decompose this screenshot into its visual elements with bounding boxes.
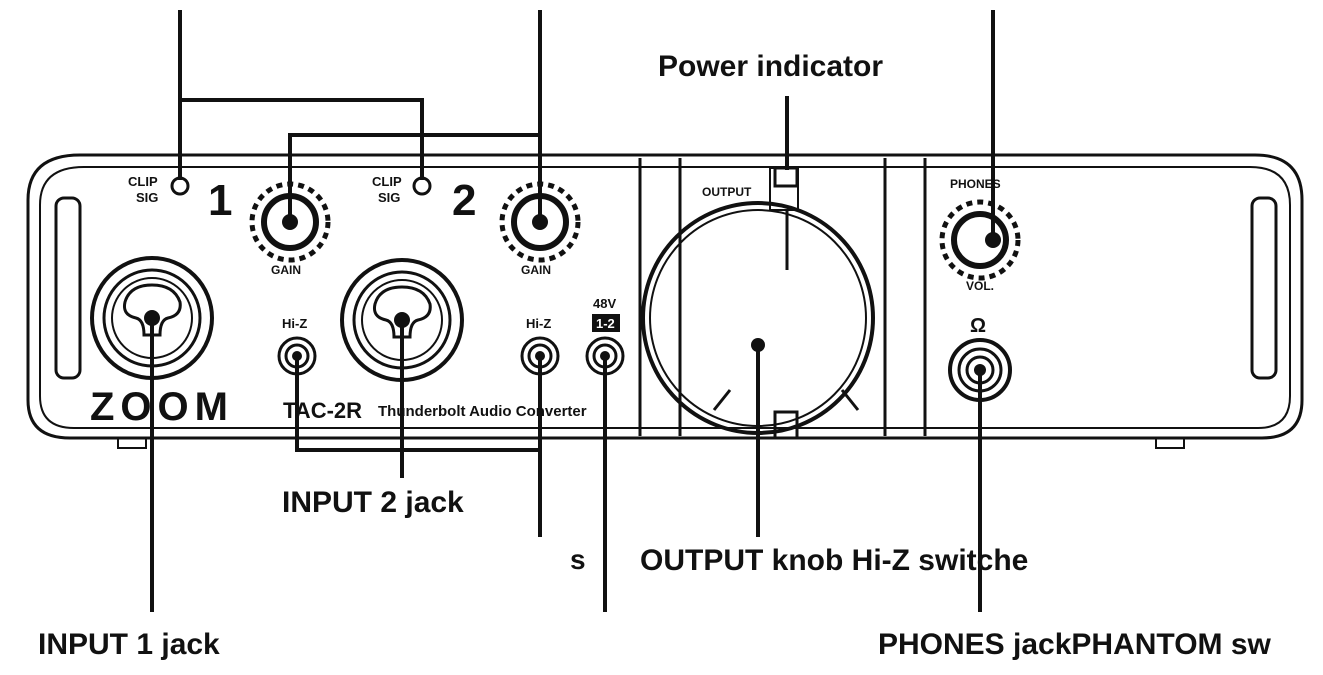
phones-vol-center bbox=[985, 232, 1001, 248]
phantom-48v-label: 48V bbox=[593, 296, 616, 311]
callout-s: s bbox=[570, 544, 586, 575]
output-knob-center bbox=[751, 338, 765, 352]
left-handle bbox=[54, 196, 82, 380]
device-outline bbox=[26, 153, 1304, 440]
model-label: TAC-2R bbox=[283, 398, 362, 423]
output-panel-label: OUTPUT bbox=[702, 185, 752, 199]
subtitle-label: Thunderbolt Audio Converter bbox=[378, 403, 587, 420]
output-slot bbox=[769, 167, 799, 211]
ch1-hiz-switch-outer[interactable] bbox=[277, 336, 317, 376]
ch2-hiz-switch-outer[interactable] bbox=[520, 336, 560, 376]
ch2-gain-label: GAIN bbox=[521, 263, 551, 277]
leader-gain bbox=[288, 10, 542, 222]
ch2-number: 2 bbox=[452, 176, 476, 225]
ch1-combo-jack-inner bbox=[102, 268, 202, 368]
callout-phones-phantom: PHONES jackPHANTOM sw bbox=[878, 628, 1271, 661]
phantom-switch-inner bbox=[592, 343, 618, 369]
ch1-hiz-switch-inner bbox=[284, 343, 310, 369]
phones-jack-outer[interactable] bbox=[948, 338, 1012, 402]
ch2-combo-jack-inner bbox=[352, 270, 452, 370]
ch2-hiz-label: Hi-Z bbox=[526, 316, 551, 331]
device-body bbox=[26, 153, 1304, 449]
ch2-combo-jack-ring bbox=[361, 279, 443, 361]
channel-2 bbox=[340, 176, 625, 382]
power-indicator-led[interactable] bbox=[773, 166, 799, 188]
output-tick-left bbox=[712, 389, 732, 411]
leader-lines bbox=[150, 10, 995, 612]
output-tick-right bbox=[840, 389, 860, 411]
leader-clip-sig bbox=[178, 10, 424, 180]
callout-output-knob-hiz: OUTPUT knob Hi-Z switche bbox=[640, 544, 1029, 577]
output-knob-inner bbox=[649, 209, 867, 427]
callout-input1-jack: INPUT 1 jack bbox=[38, 628, 220, 661]
right-handle bbox=[1250, 196, 1278, 380]
phones-jack-mid bbox=[957, 347, 1003, 393]
output-knob[interactable] bbox=[641, 201, 875, 435]
callout-input2-jack: INPUT 2 jack bbox=[282, 486, 464, 519]
leader-hiz bbox=[295, 356, 540, 452]
ch1-clip-led bbox=[170, 176, 190, 196]
ch2-gain-knob[interactable] bbox=[511, 193, 569, 251]
ch2-hiz-switch-inner bbox=[527, 343, 553, 369]
phantom-badge bbox=[592, 314, 620, 332]
ch1-gain-center bbox=[282, 214, 298, 230]
ch1-sig-label: SIG bbox=[136, 190, 158, 205]
phones-vol-scale bbox=[939, 199, 1021, 281]
ch2-clip-led bbox=[412, 176, 432, 196]
ch1-clip-label: CLIP bbox=[128, 174, 158, 189]
ch2-clip-label: CLIP bbox=[372, 174, 402, 189]
ch1-center-dot bbox=[144, 310, 160, 326]
device-outline-inner bbox=[39, 166, 1291, 429]
channel-1 bbox=[90, 176, 331, 380]
panel-lettering: CLIP SIG 1 GAIN Hi-Z CLIP SIG 2 GAIN Hi-… bbox=[90, 174, 1001, 429]
phantom-switch-outer[interactable] bbox=[585, 336, 625, 376]
callout-power-indicator: Power indicator bbox=[658, 50, 884, 83]
phones-jack-dot bbox=[974, 364, 986, 376]
ch1-gain-scale bbox=[249, 181, 331, 263]
phones-vol-knob[interactable] bbox=[951, 211, 1009, 269]
ch1-xlr-socket bbox=[123, 283, 182, 337]
output-section bbox=[641, 166, 875, 440]
phantom-switch-dot bbox=[600, 351, 610, 361]
phones-panel-label: PHONES bbox=[950, 177, 1001, 191]
ch1-hiz-switch-dot bbox=[292, 351, 302, 361]
phones-jack-inner bbox=[965, 355, 995, 385]
phantom-channel-label: 1-2 bbox=[596, 316, 615, 331]
brand-logo: ZOOM bbox=[90, 385, 234, 429]
ch2-gain-center bbox=[532, 214, 548, 230]
output-base bbox=[773, 410, 799, 440]
vol-panel-label: VOL. bbox=[966, 279, 994, 293]
ch1-number: 1 bbox=[208, 176, 232, 225]
ch1-gain-label: GAIN bbox=[271, 263, 301, 277]
ch2-xlr-socket bbox=[373, 285, 432, 339]
ch2-center-dot bbox=[394, 312, 410, 328]
ch2-hiz-switch-dot bbox=[535, 351, 545, 361]
ch2-sig-label: SIG bbox=[378, 190, 400, 205]
headphone-symbol: Ω bbox=[970, 315, 986, 337]
ch1-hiz-label: Hi-Z bbox=[282, 316, 307, 331]
foot-right bbox=[1155, 437, 1185, 449]
phones-section bbox=[939, 199, 1021, 402]
ch1-combo-jack-ring bbox=[111, 277, 193, 359]
ch2-gain-scale bbox=[499, 181, 581, 263]
ch2-combo-jack-outer[interactable] bbox=[340, 258, 464, 382]
ch1-combo-jack-outer[interactable] bbox=[90, 256, 214, 380]
foot-left bbox=[117, 437, 147, 449]
